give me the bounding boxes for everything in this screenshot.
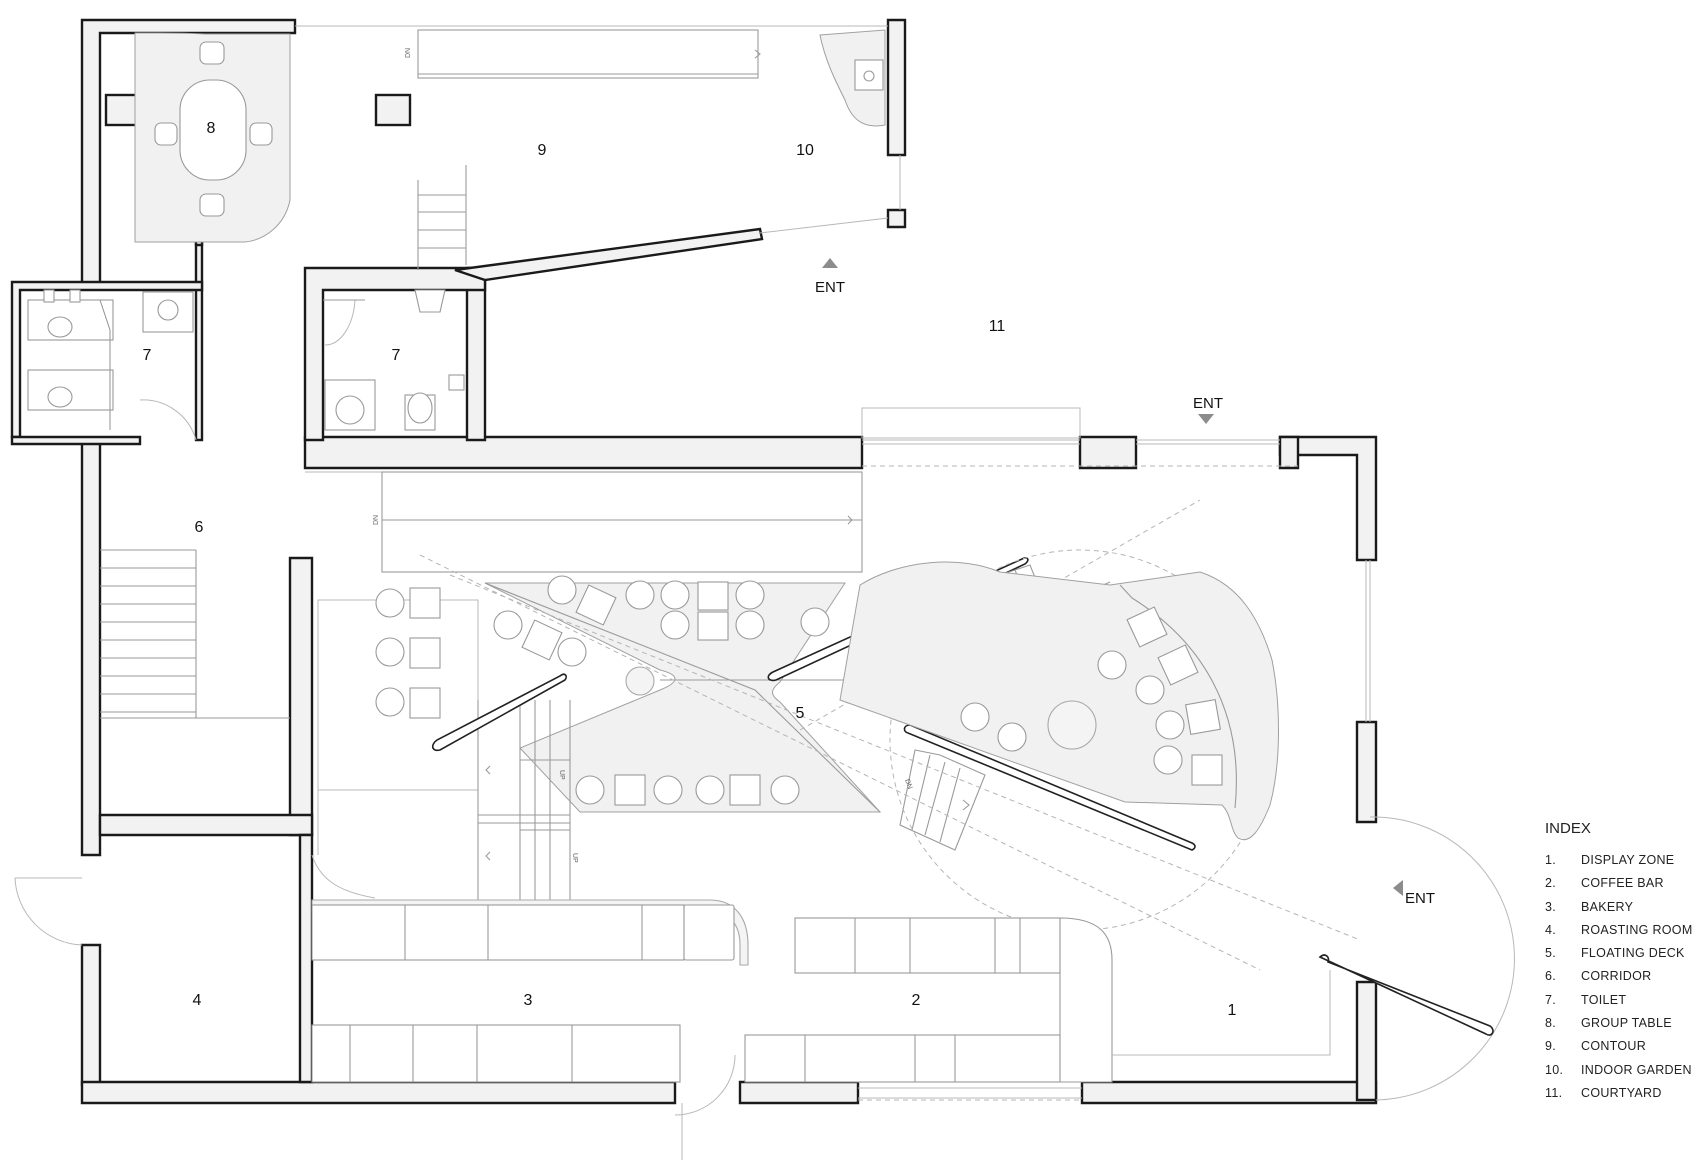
room-number-1: 1	[1228, 1002, 1237, 1019]
legend-item-number: 7.	[1545, 992, 1557, 1007]
legend-list: 1. DISPLAY ZONE 2. COFFEE BAR 3. BAKERY 4. R…	[1545, 853, 1695, 1109]
walls	[10, 18, 1378, 1105]
contour-garden: DN	[405, 29, 886, 270]
group-table-area	[134, 32, 291, 243]
entrance-arrow-icon	[1393, 880, 1403, 896]
entrance-arrow-icon	[822, 258, 838, 268]
legend-item: 1. DISPLAY ZONE	[1545, 853, 1695, 876]
main-hall: DN	[317, 471, 1494, 1036]
legend-item-label: ROASTING ROOM	[1581, 922, 1693, 937]
room-numbers: 1 2 3 4 5 6 7 7 8 9 10 11	[143, 120, 1237, 1019]
legend-item: 10. INDOOR GARDEN	[1545, 1063, 1695, 1086]
legend-item-label: FLOATING DECK	[1581, 946, 1685, 961]
legend-item-number: 5.	[1545, 946, 1557, 961]
legend-item-label: BAKERY	[1581, 899, 1634, 914]
legend-item-label: CONTOUR	[1581, 1039, 1647, 1054]
room-number-10: 10	[796, 142, 814, 159]
entrance-markers: ENT ENT ENT	[815, 258, 1435, 907]
legend-item: 2. COFFEE BAR	[1545, 876, 1695, 899]
legend-item-label: COURTYARD	[1581, 1085, 1662, 1100]
legend-item: 6. CORRIDOR	[1545, 969, 1695, 992]
legend-item-number: 9.	[1545, 1039, 1557, 1054]
counters	[311, 600, 1331, 1083]
room-number-2: 2	[912, 992, 921, 1009]
svg-text:DN: DN	[373, 515, 380, 525]
legend-item-label: GROUP TABLE	[1581, 1016, 1672, 1031]
toilet-left	[27, 289, 197, 441]
legend-item-number: 4.	[1545, 922, 1557, 937]
entrance-label-top: ENT	[815, 279, 845, 296]
legend-item: 11. COURTYARD	[1545, 1086, 1695, 1109]
legend-item: 7. TOILET	[1545, 993, 1695, 1016]
svg-text:DN: DN	[903, 778, 913, 790]
legend-item: 9. CONTOUR	[1545, 1039, 1695, 1062]
legend-title: INDEX	[1545, 820, 1591, 837]
legend-item-number: 1.	[1545, 853, 1557, 867]
svg-text:UP: UP	[558, 770, 565, 780]
legend-item-number: 8.	[1545, 1016, 1557, 1031]
legend-item-number: 11.	[1545, 1085, 1563, 1100]
room-number-9: 9	[538, 142, 547, 159]
legend-item-number: 10.	[1545, 1062, 1564, 1077]
legend-item-number: 2.	[1545, 876, 1557, 891]
entrance-label-right: ENT	[1405, 890, 1435, 907]
legend: INDEX 1. DISPLAY ZONE 2. COFFEE BAR 3. BAKE…	[1545, 820, 1695, 1109]
entrance-label-middle: ENT	[1193, 395, 1223, 412]
legend-item-label: INDOOR GARDEN	[1581, 1062, 1692, 1077]
legend-item-label: CORRIDOR	[1581, 969, 1652, 984]
room-number-4: 4	[193, 992, 202, 1009]
room-number-6: 6	[195, 519, 204, 536]
legend-item: 4. ROASTING ROOM	[1545, 923, 1695, 946]
toilet-right	[323, 289, 465, 431]
corridor-stair	[100, 549, 290, 719]
room-number-3: 3	[524, 992, 533, 1009]
svg-text:UP: UP	[571, 853, 578, 863]
entrance-arrow-icon	[1198, 414, 1214, 424]
room-number-11: 11	[989, 318, 1006, 335]
svg-text:DN: DN	[405, 48, 412, 58]
room-number-5: 5	[796, 705, 805, 722]
legend-item: 5. FLOATING DECK	[1545, 946, 1695, 969]
legend-item-number: 6.	[1545, 969, 1557, 984]
room-number-7a: 7	[143, 347, 152, 364]
legend-item: 3. BAKERY	[1545, 900, 1695, 923]
room-number-8: 8	[207, 120, 216, 137]
legend-item-number: 3.	[1545, 899, 1557, 914]
legend-item-label: TOILET	[1581, 992, 1627, 1007]
room-number-7b: 7	[392, 347, 401, 364]
legend-item: 8. GROUP TABLE	[1545, 1016, 1695, 1039]
legend-item-label: DISPLAY ZONE	[1581, 853, 1675, 867]
legend-item-label: COFFEE BAR	[1581, 876, 1664, 891]
